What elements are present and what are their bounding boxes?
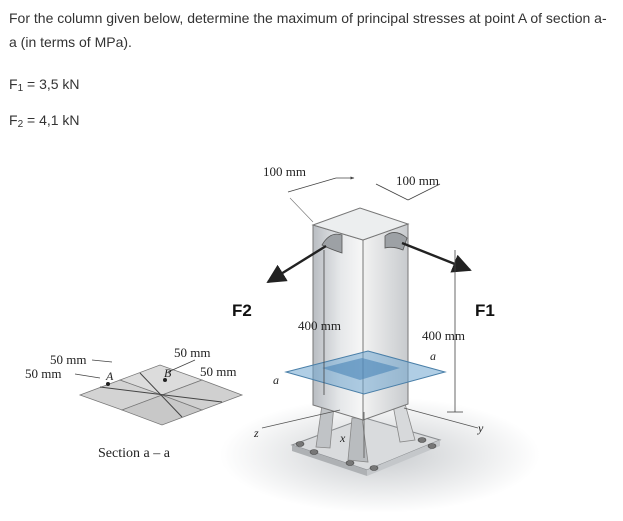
column-top-face	[311, 207, 410, 241]
dim-height-right: 400 mm	[422, 328, 465, 343]
dim-top-right: 100 mm	[396, 173, 439, 188]
section-dim-50-4: 50 mm	[200, 364, 236, 379]
section-dim-50-2: 50 mm	[25, 366, 61, 381]
label-f1: F1	[475, 301, 495, 320]
section-dim-50-3: 50 mm	[174, 345, 210, 360]
bracket-left	[321, 233, 343, 254]
section-caption: Section a – a	[98, 446, 171, 461]
bracket-right	[384, 232, 408, 251]
label-a-right: a	[430, 349, 436, 363]
problem-statement-text: For the column given below, determine th…	[9, 10, 607, 50]
base-bolts	[295, 437, 437, 471]
problem-statement: For the column given below, determine th…	[9, 6, 614, 54]
dim-top-left: 100 mm	[263, 164, 306, 179]
section-point-a: A	[105, 369, 114, 383]
section-dim-50-1: 50 mm	[50, 352, 86, 367]
label-a-left: a	[273, 373, 279, 387]
force-arrow-f1	[401, 241, 472, 273]
label-x: x	[339, 431, 346, 445]
label-y: y	[477, 421, 484, 435]
section-point-b: B	[164, 366, 172, 380]
given-f2: F2 = 4,1 kN	[9, 112, 80, 130]
dim-height-left: 400 mm	[298, 318, 341, 333]
label-z: z	[253, 426, 259, 440]
label-f2: F2	[232, 301, 252, 320]
force-arrow-f2	[266, 244, 327, 284]
section-view	[74, 359, 244, 426]
given-f1: F1 = 3,5 kN	[9, 76, 80, 94]
